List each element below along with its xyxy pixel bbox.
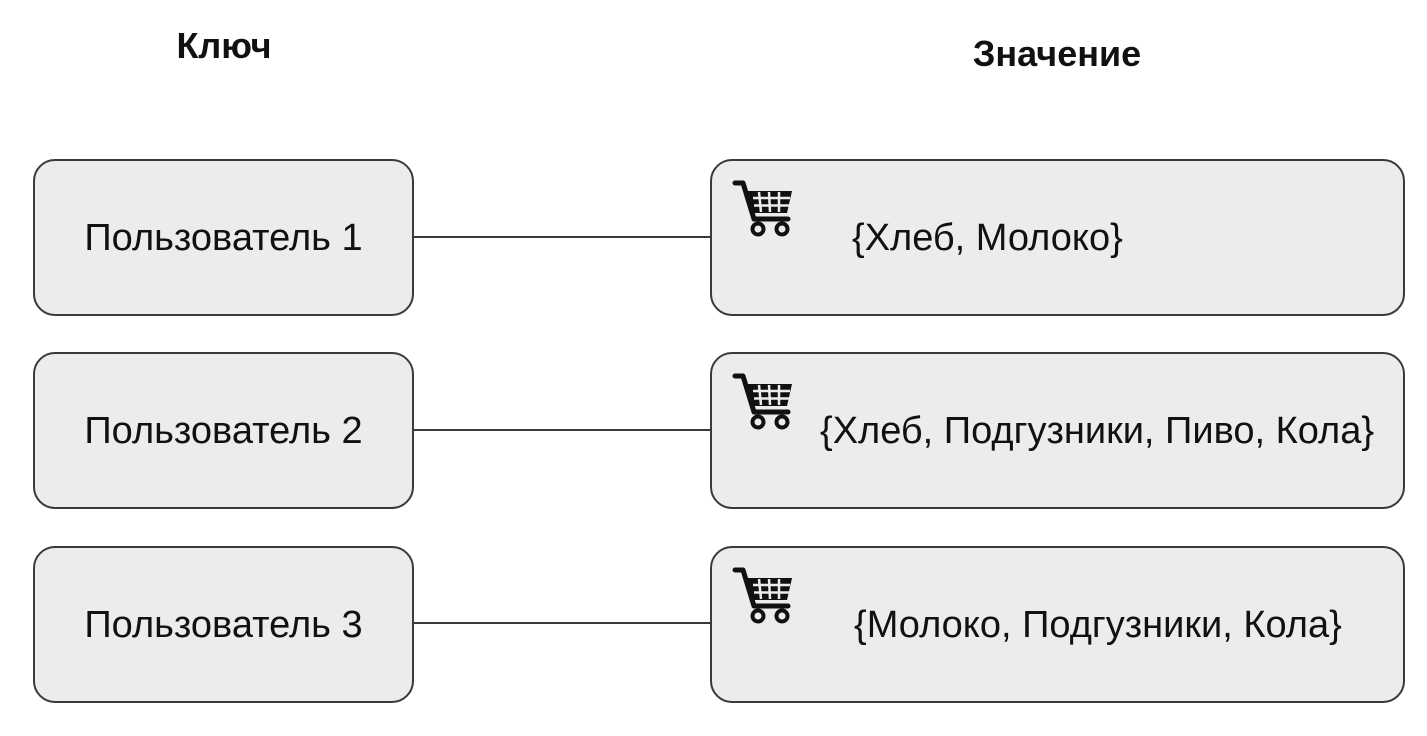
- key-label: Пользователь 1: [84, 216, 363, 259]
- connector-line: [414, 622, 710, 624]
- value-label: {Молоко, Подгузники, Кола}: [854, 603, 1342, 646]
- connector-line: [414, 429, 710, 431]
- key-label: Пользователь 2: [84, 409, 363, 452]
- key-column-header: Ключ: [176, 25, 272, 66]
- value-box-user-1: {Хлеб, Молоко}: [710, 159, 1405, 316]
- value-column-header: Значение: [972, 33, 1142, 74]
- shopping-cart-icon: [732, 180, 792, 237]
- key-box-user-1: Пользователь 1: [33, 159, 414, 316]
- shopping-cart-icon: [732, 373, 792, 430]
- key-label: Пользователь 3: [84, 603, 363, 646]
- key-box-user-2: Пользователь 2: [33, 352, 414, 509]
- value-box-user-3: {Молоко, Подгузники, Кола}: [710, 546, 1405, 703]
- shopping-cart-icon: [732, 567, 792, 624]
- key-box-user-3: Пользователь 3: [33, 546, 414, 703]
- connector-line: [414, 236, 710, 238]
- value-box-user-2: {Хлеб, Подгузники, Пиво, Кола}: [710, 352, 1405, 509]
- value-label: {Хлеб, Подгузники, Пиво, Кола}: [820, 409, 1375, 452]
- value-label: {Хлеб, Молоко}: [852, 216, 1123, 259]
